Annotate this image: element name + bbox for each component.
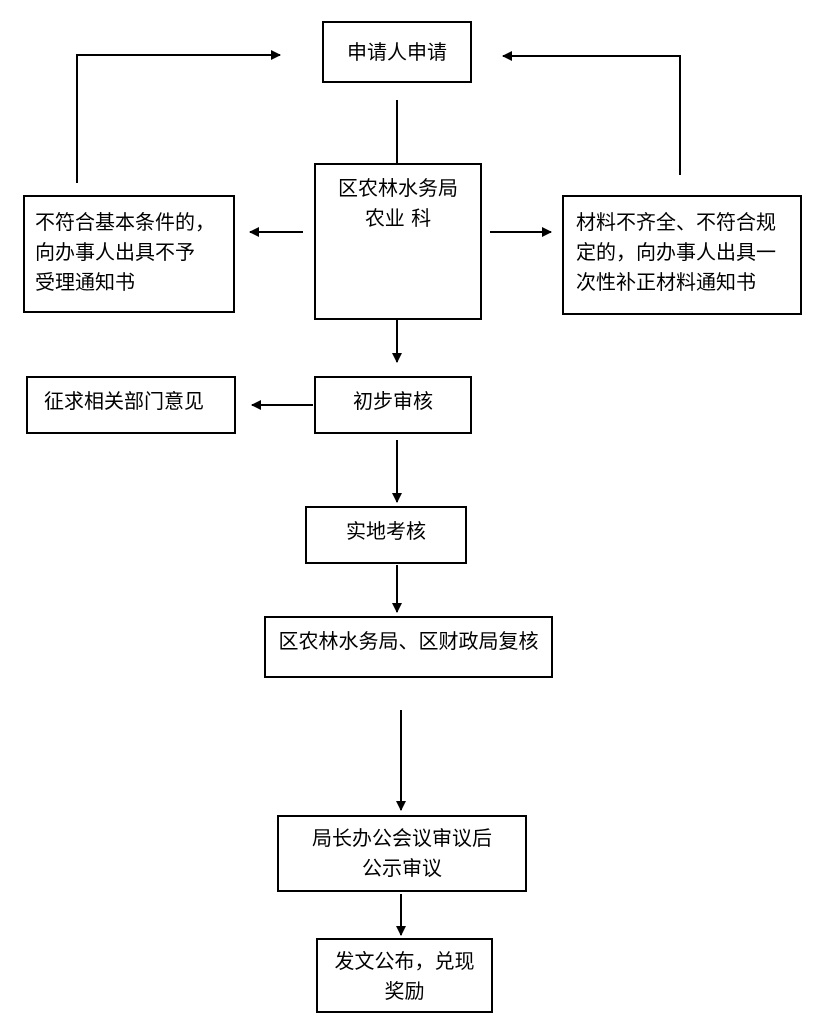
node-reject: 不符合基本条件的， 向办事人出具不予 受理通知书 (23, 195, 235, 313)
node-bureau: 区农林水务局 农业 科 (314, 163, 482, 320)
arrow-supplement-to-apply (502, 51, 681, 175)
node-apply-line-1: 申请人申请 (347, 40, 447, 64)
node-preliminary: 初步审核 (314, 376, 472, 434)
node-onsite-line-1: 实地考核 (346, 519, 426, 543)
node-recheck: 区农林水务局、区财政局复核 (264, 616, 553, 678)
node-preliminary-line-1: 初步审核 (353, 389, 433, 413)
node-publish-line-1: 发文公布，兑现 (334, 949, 475, 973)
node-publish: 发文公布，兑现 奖励 (316, 938, 493, 1013)
node-supplement: 材料不齐全、不符合规 定的，向办事人出具一 次性补正材料通知书 (562, 195, 802, 315)
node-consult-line-1: 征求相关部门意见 (44, 389, 204, 413)
node-consult: 征求相关部门意见 (26, 376, 236, 434)
node-meeting-line-2: 公示审议 (362, 856, 442, 880)
node-recheck-line-1: 区农林水务局、区财政局复核 (278, 629, 539, 653)
node-reject-line-1: 不符合基本条件的， (35, 210, 215, 234)
node-supplement-line-2: 定的，向办事人出具一 (576, 240, 776, 264)
node-supplement-line-1: 材料不齐全、不符合规 (576, 210, 776, 234)
node-supplement-line-3: 次性补正材料通知书 (576, 270, 756, 294)
arrow-reject-to-apply (76, 50, 281, 183)
node-onsite: 实地考核 (305, 506, 467, 564)
node-bureau-line-2: 农业 科 (364, 206, 432, 230)
node-meeting-line-1: 局长办公会议审议后 (312, 826, 492, 850)
node-reject-line-2: 向办事人出具不予 (35, 240, 195, 264)
node-reject-line-3: 受理通知书 (35, 270, 135, 294)
node-bureau-line-1: 区农林水务局 (338, 176, 458, 200)
node-publish-line-2: 奖励 (384, 979, 425, 1003)
node-meeting: 局长办公会议审议后 公示审议 (277, 815, 527, 892)
node-apply: 申请人申请 (322, 21, 472, 83)
